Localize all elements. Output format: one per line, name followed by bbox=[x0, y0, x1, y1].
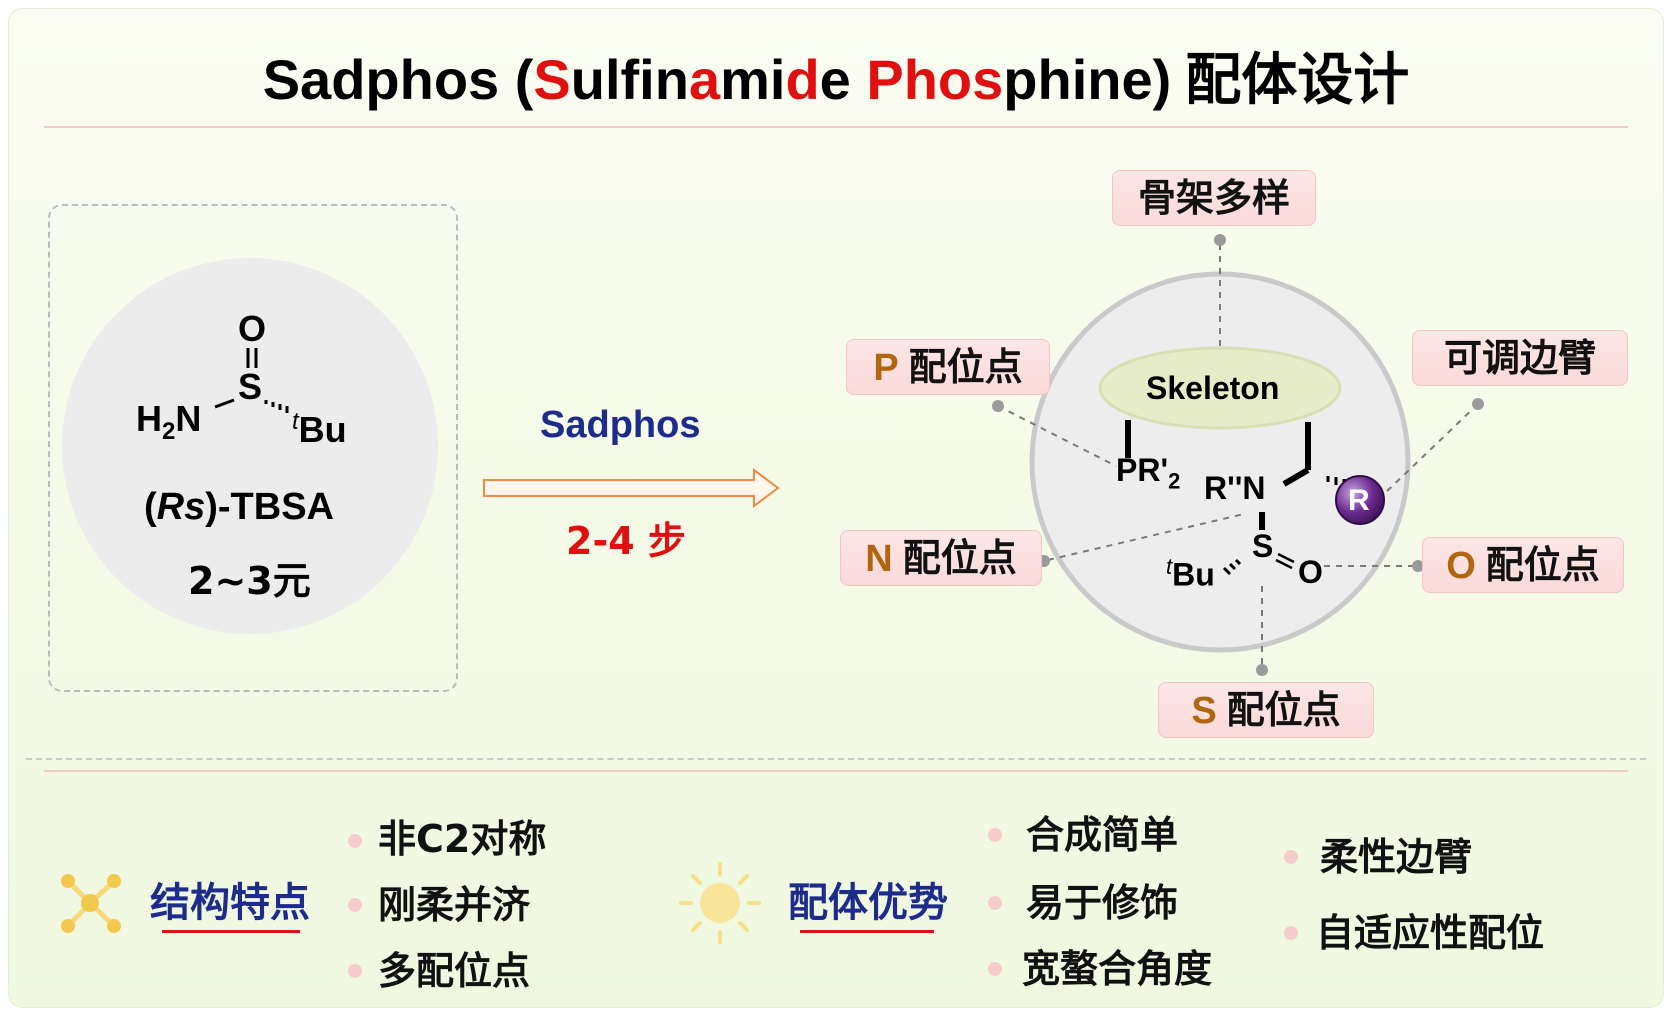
reagent-circle bbox=[62, 258, 438, 634]
title-seg-8: phine bbox=[1003, 48, 1153, 111]
reagent-panel bbox=[48, 204, 458, 692]
tbsa-tbu-group: tBu bbox=[292, 408, 347, 451]
features-underline bbox=[162, 930, 300, 933]
title-divider bbox=[44, 126, 1628, 128]
advantages-underline bbox=[800, 930, 934, 933]
ligand-tbu-group: tBu bbox=[1166, 554, 1215, 594]
ligand-bu: Bu bbox=[1172, 556, 1215, 593]
reagent-name: (Rs)-TBSA bbox=[144, 486, 334, 529]
features-bullet-2 bbox=[348, 898, 362, 912]
tbsa-h-atom: H bbox=[136, 398, 162, 439]
advantages-bullet-3 bbox=[988, 962, 1002, 976]
page-title: Sadphos (Sulfinamide Phosphine)配体设计 bbox=[8, 40, 1664, 120]
advantages-item-4: 柔性边臂 bbox=[1320, 835, 1473, 879]
tbsa-n-atom: N bbox=[175, 398, 202, 439]
sulfinyl-o-atom: O bbox=[1298, 554, 1323, 590]
tag-p-atom: P bbox=[873, 347, 899, 389]
amine-group: R''N bbox=[1204, 470, 1266, 506]
title-seg-2: ulfin bbox=[570, 48, 689, 111]
title-seg-7: Phos bbox=[866, 48, 1004, 111]
title-seg-3: a bbox=[688, 48, 721, 111]
tbsa-h-sub: 2 bbox=[162, 418, 176, 446]
skeleton-label: Skeleton bbox=[1146, 370, 1280, 406]
phosphine-text: PR' bbox=[1116, 452, 1169, 488]
title-seg-4: mi bbox=[720, 48, 786, 111]
advantages-item-5: 自适应性配位 bbox=[1316, 911, 1545, 955]
diagram-card: Sadphos (Sulfinamide Phosphine)配体设计 O S … bbox=[8, 8, 1664, 1008]
advantages-bullet-4 bbox=[1284, 850, 1298, 864]
features-item-2: 刚柔并济 bbox=[378, 883, 531, 927]
sulfinyl-s-atom: S bbox=[1252, 528, 1274, 564]
phosphine-sub: 2 bbox=[1168, 468, 1181, 494]
tag-o-atom: O bbox=[1446, 545, 1476, 587]
features-bullet-3 bbox=[348, 964, 362, 978]
phosphine-group: PR'2 bbox=[1116, 452, 1180, 494]
tag-n-text: 配位点 bbox=[902, 536, 1017, 580]
tag-skeleton-diverse: 骨架多样 bbox=[1112, 170, 1316, 226]
tag-n-atom: N bbox=[865, 538, 893, 580]
reagent-name-italic: Rs bbox=[156, 486, 206, 528]
tag-adjustable-arm: 可调边臂 bbox=[1412, 330, 1628, 386]
tbsa-o-atom: O bbox=[238, 308, 267, 349]
advantages-bullet-1 bbox=[988, 828, 1002, 842]
tbsa-s-atom: S bbox=[238, 366, 263, 407]
title-seg-9: ) bbox=[1152, 48, 1172, 111]
title-seg-6: e bbox=[819, 48, 867, 111]
features-title: 结构特点 bbox=[150, 880, 310, 926]
tag-s-text: 配位点 bbox=[1226, 688, 1341, 732]
features-item-3: 多配位点 bbox=[378, 949, 531, 993]
reagent-cost: 2~3元 bbox=[188, 559, 311, 603]
sun-icon bbox=[679, 862, 761, 944]
r-substituent-label: R bbox=[1348, 484, 1370, 517]
tbsa-structure-bonds bbox=[214, 348, 289, 413]
bottom-divider bbox=[44, 770, 1628, 772]
tbsa-t-prefix: t bbox=[292, 408, 299, 435]
molecule-icon bbox=[61, 874, 121, 933]
reagent-name-suffix: )-TBSA bbox=[205, 486, 334, 528]
title-seg-1: S bbox=[533, 48, 571, 111]
advantages-bullet-5 bbox=[1284, 926, 1298, 940]
tbsa-nh2-group: H2N bbox=[136, 398, 201, 446]
features-bullet-1 bbox=[348, 834, 362, 848]
tag-o-text: 配位点 bbox=[1485, 543, 1600, 587]
tbsa-bu: Bu bbox=[298, 409, 347, 450]
advantages-item-1: 合成简单 bbox=[1026, 813, 1179, 857]
advantages-bullet-2 bbox=[988, 896, 1002, 910]
reagent-name-prefix: ( bbox=[144, 486, 157, 528]
advantages-item-2: 易于修饰 bbox=[1026, 881, 1179, 925]
arrow-steps: 2-4 步 bbox=[566, 519, 686, 563]
ligand-scheme-graphics bbox=[992, 234, 1484, 676]
advantages-item-3: 宽螯合角度 bbox=[1022, 947, 1213, 991]
title-chinese: 配体设计 bbox=[1185, 48, 1410, 113]
title-seg-5: d bbox=[785, 48, 820, 111]
reaction-arrow bbox=[483, 468, 780, 508]
section-separator bbox=[26, 758, 1646, 760]
tag-p-text: 配位点 bbox=[908, 345, 1023, 389]
features-item-1: 非C2对称 bbox=[378, 817, 547, 861]
title-seg-0: Sadphos ( bbox=[262, 48, 534, 111]
tag-s-atom: S bbox=[1191, 690, 1217, 732]
advantages-title: 配体优势 bbox=[788, 880, 948, 926]
ligand-t-prefix: t bbox=[1166, 554, 1173, 579]
hashed-wedge bbox=[264, 400, 289, 413]
arrow-label: Sadphos bbox=[540, 404, 701, 446]
